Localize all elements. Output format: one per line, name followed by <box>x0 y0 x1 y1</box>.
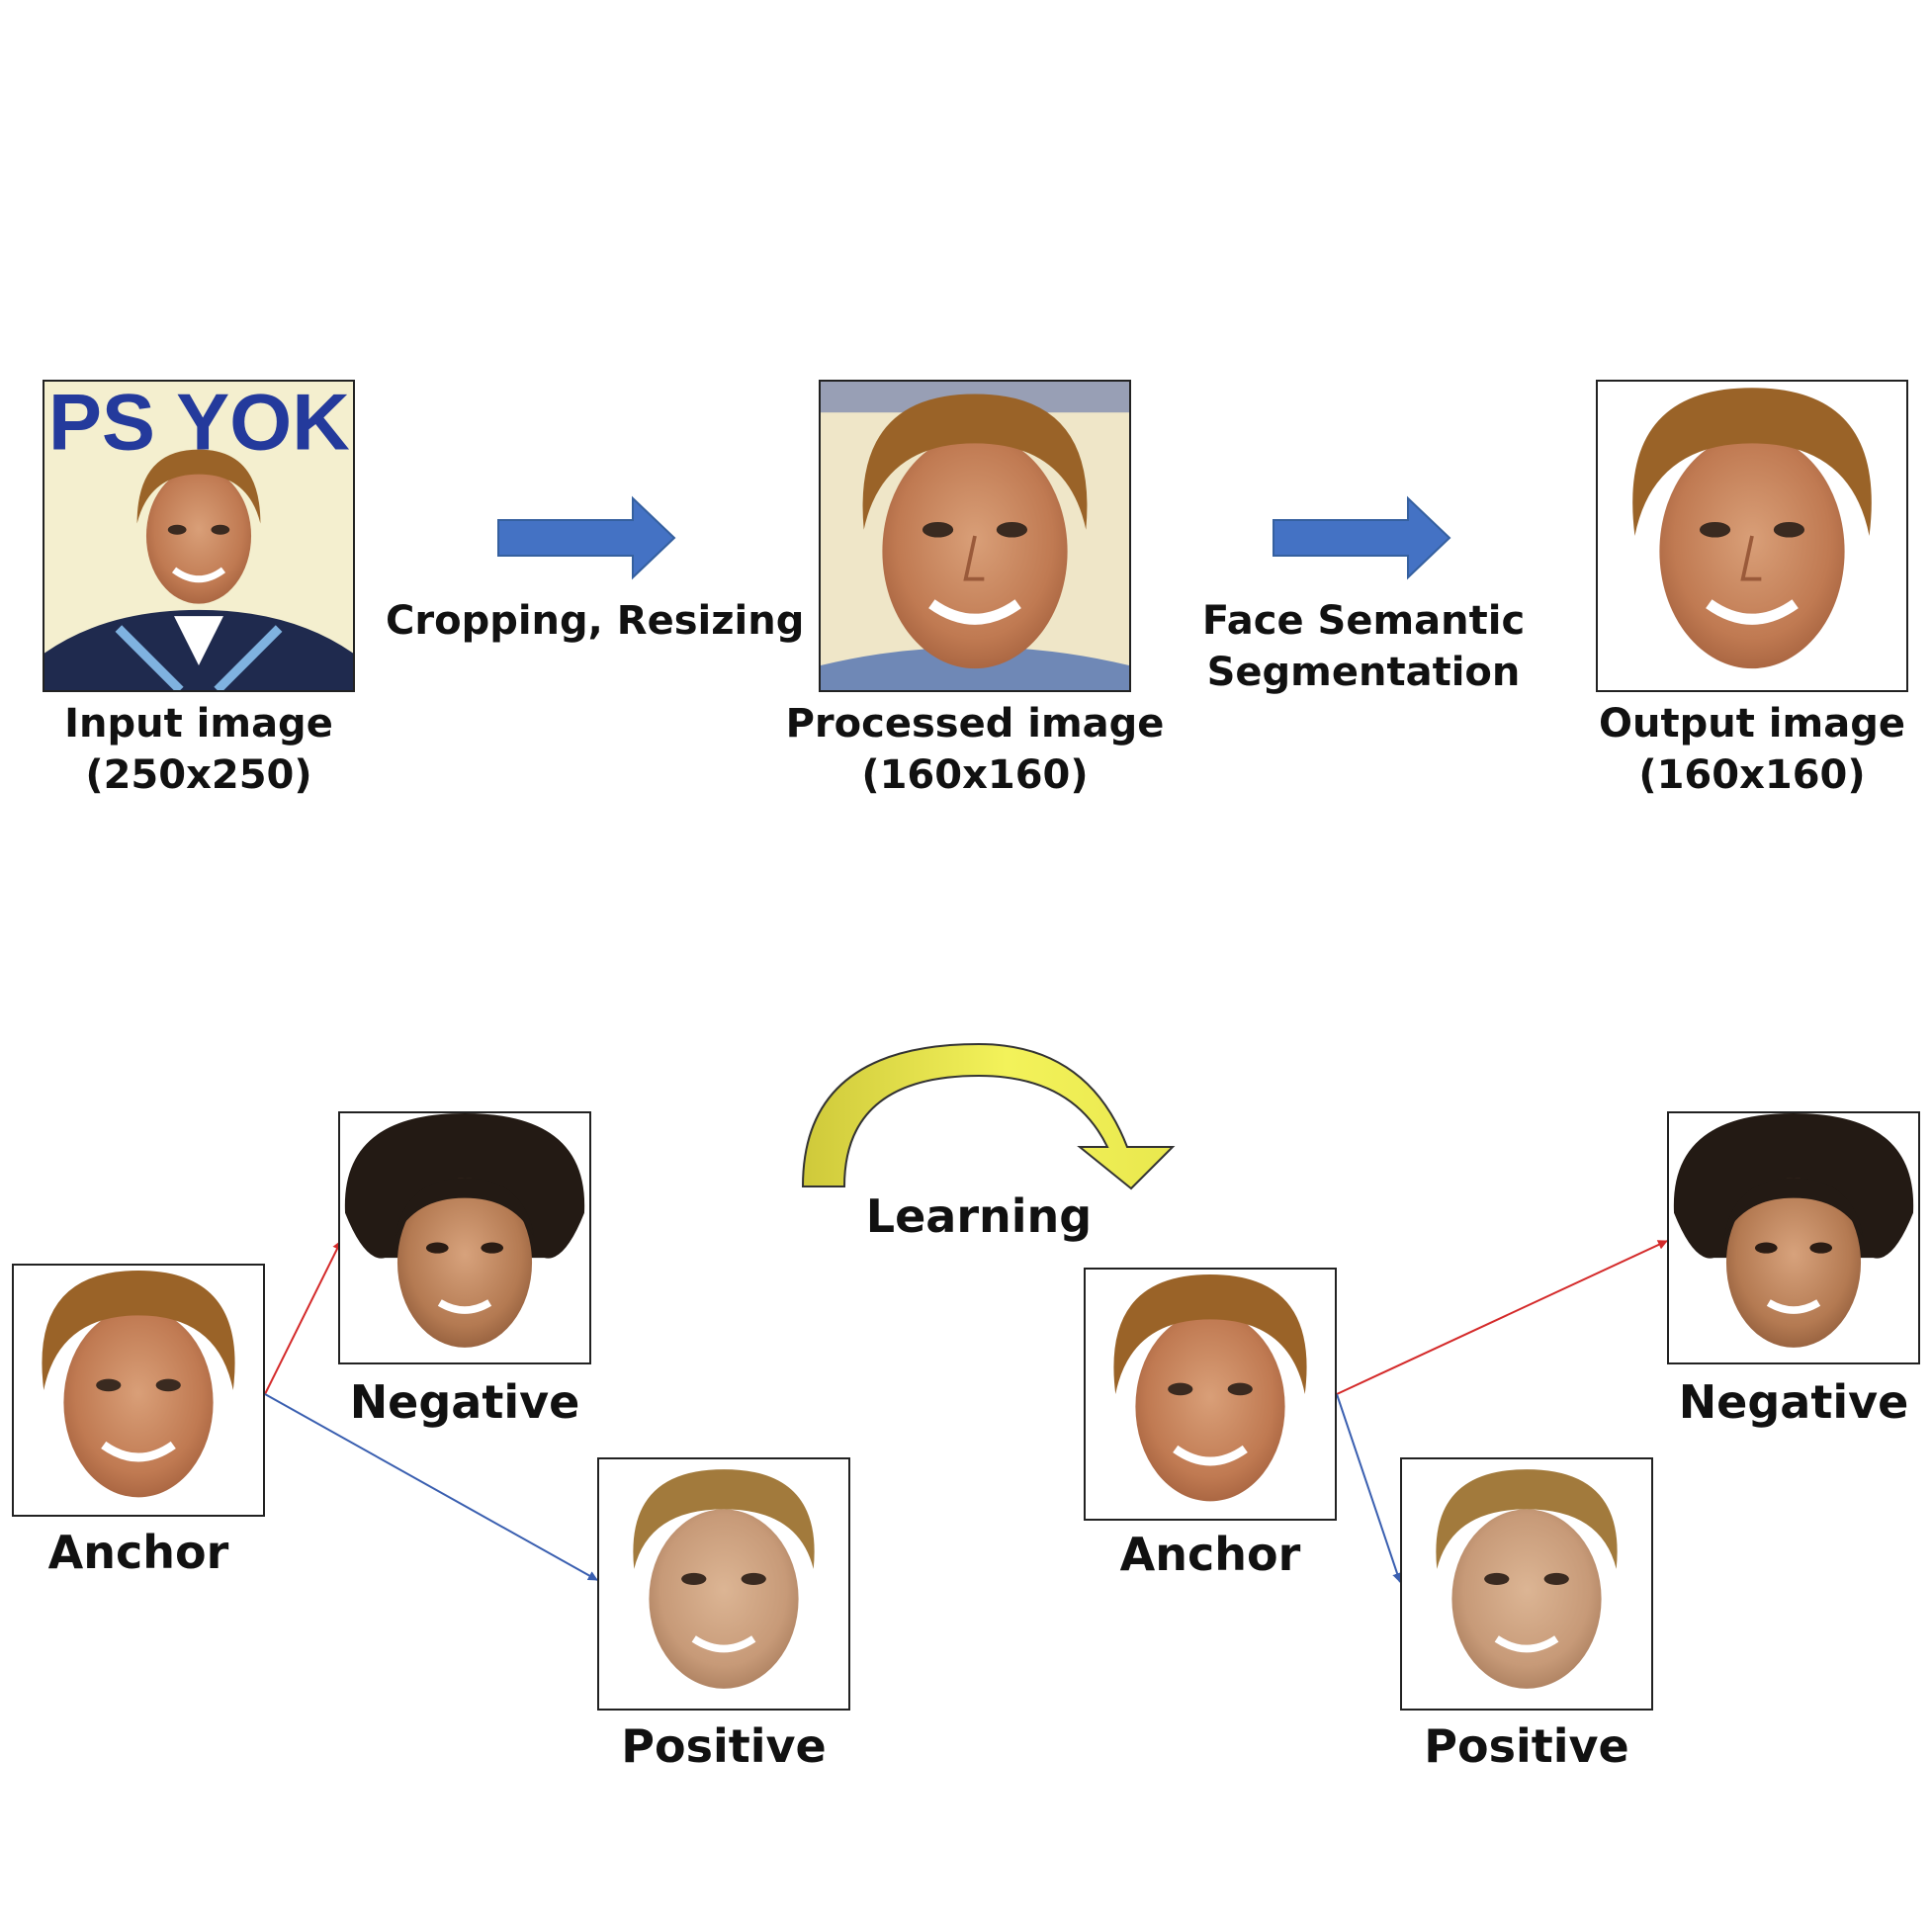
segmentation-arrow <box>1273 495 1451 580</box>
segmentation-label-line-1: Face Semantic <box>1201 598 1526 644</box>
processed-image-size: (160x160) <box>861 752 1089 798</box>
processed-image-title: Processed image <box>785 701 1165 746</box>
learning-arrow <box>801 1042 1176 1190</box>
cropping-arrow <box>497 495 676 580</box>
before-positive-label: Positive <box>621 1719 827 1773</box>
after-negative-label: Negative <box>1678 1375 1909 1429</box>
input-image-caption: Input image (250x250) <box>43 698 355 801</box>
output-image-title: Output image <box>1599 701 1905 746</box>
after-positive-link <box>1336 1393 1402 1583</box>
input-image-title: Input image <box>64 701 333 746</box>
after-positive-label: Positive <box>1424 1719 1629 1773</box>
segmentation-label-line-2: Segmentation <box>1206 650 1521 695</box>
after-negative-link <box>1336 1240 1668 1395</box>
after-anchor-image <box>1084 1268 1337 1521</box>
processed-image <box>819 380 1131 692</box>
output-image <box>1596 380 1908 692</box>
output-image-size: (160x160) <box>1638 752 1866 798</box>
before-anchor-image <box>12 1264 265 1517</box>
after-anchor-label: Anchor <box>1119 1528 1301 1581</box>
before-anchor-label: Anchor <box>47 1526 229 1579</box>
input-image-size: (250x250) <box>85 752 312 798</box>
before-positive-image <box>597 1457 850 1711</box>
before-negative-image <box>338 1111 591 1364</box>
after-positive-image <box>1400 1457 1653 1711</box>
before-negative-label: Negative <box>349 1375 580 1429</box>
input-image: IPS YOKO <box>43 380 355 692</box>
processed-image-caption: Processed image (160x160) <box>769 698 1181 801</box>
output-image-caption: Output image (160x160) <box>1546 698 1932 801</box>
face-semantic-segmentation-label: Face Semantic Segmentation <box>1171 595 1556 698</box>
after-negative-image <box>1667 1111 1920 1364</box>
before-negative-link <box>264 1240 342 1395</box>
cropping-resizing-label: Cropping, Resizing <box>386 598 805 644</box>
learning-label: Learning <box>865 1189 1093 1243</box>
